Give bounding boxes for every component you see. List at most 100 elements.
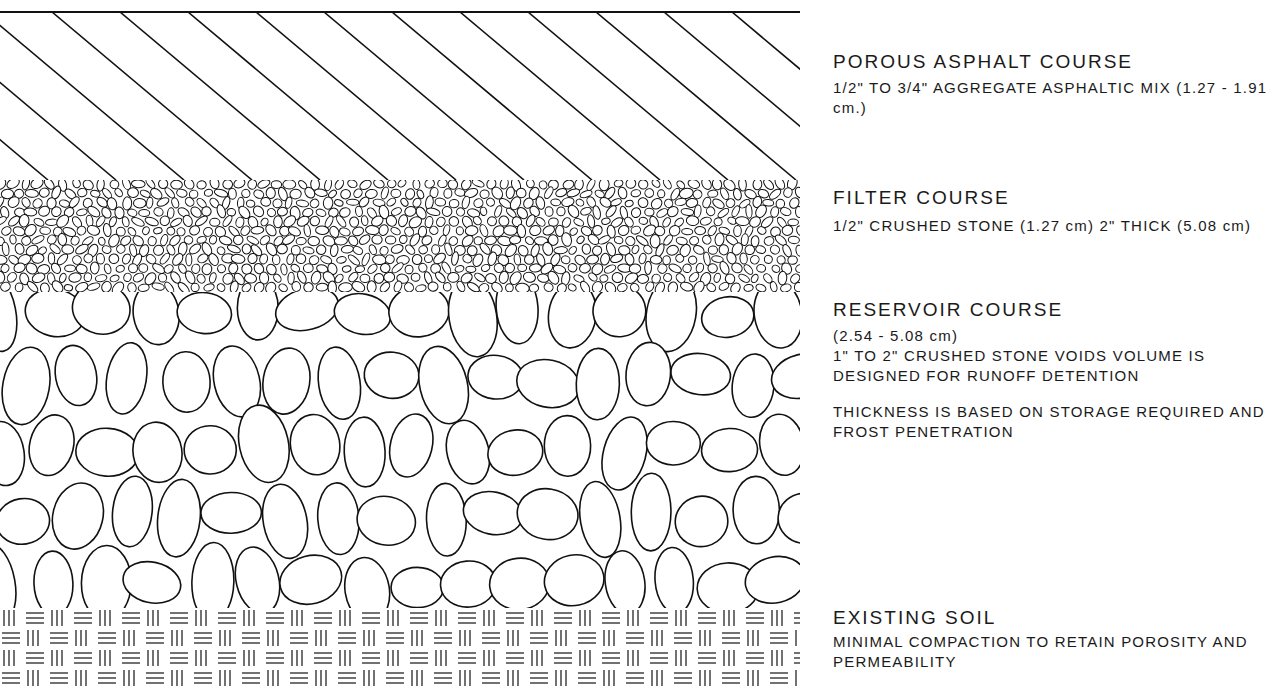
pebble [191,283,200,292]
pebble [37,204,52,218]
pebble [109,274,120,283]
pebble [750,273,760,284]
pebble [528,283,539,292]
pebble [566,203,581,219]
pebble [587,271,599,282]
pebble [525,255,535,265]
pebble [653,281,666,292]
pebble [456,227,464,236]
pebble [242,244,251,254]
pebble [390,261,404,275]
pebble [586,254,600,265]
stone [590,292,649,340]
layer-note: (2.54 - 5.08 cm) [833,326,1273,346]
pebble [630,225,642,235]
pebble [796,225,800,236]
pebble [638,217,648,225]
pebble [182,180,196,191]
pebble [651,180,662,189]
pebble [735,216,750,226]
stone [386,292,451,340]
pebble [629,282,641,292]
pebble [153,206,165,217]
pebble [323,197,333,210]
pebble [643,187,655,199]
pebble [50,279,65,292]
pebble [170,197,180,209]
pebble [195,273,206,285]
pebble [743,284,753,292]
stone [383,409,439,481]
pebble [115,243,127,255]
stone [331,292,394,339]
stone [232,400,296,487]
stone [749,292,800,351]
pebble [780,283,793,292]
pebble [26,280,40,292]
soil-hatching [0,608,800,688]
pebble [113,187,124,198]
pebble [355,206,364,217]
pebble [355,265,365,273]
pebble [674,197,687,206]
label-group: EXISTING SOILMINIMAL COMPACTION TO RETAI… [833,606,1273,672]
pebble [644,281,655,292]
hatch-line [596,12,796,180]
pebble [142,226,151,236]
stone [777,492,800,545]
pebble [461,195,471,209]
pebble [232,234,244,246]
pebble [479,189,489,199]
pebble [303,263,315,274]
pebble [415,284,427,292]
pebble [700,180,714,191]
pebble [132,271,145,283]
pebble [769,244,781,256]
pebble [424,255,433,263]
pebble [560,232,573,248]
pebble [707,190,718,198]
pebble [272,254,280,265]
layer-note: 1/2" CRUSHED STONE (1.27 cm) 2" THICK (5… [833,216,1273,236]
pebble [678,187,694,200]
pebble [788,236,800,244]
stone [425,483,467,557]
label-group: RESERVOIR COURSE(2.54 - 5.08 cm)1" TO 2"… [833,298,1273,442]
pebble [556,207,565,217]
pebble [151,282,165,292]
pebble [788,256,798,265]
pebble [14,242,26,255]
pebble [515,282,530,292]
hatch-line [120,12,320,180]
pebble [413,180,421,190]
pebble [404,243,417,256]
pebble [139,210,150,217]
pebble [40,282,51,292]
pebble [209,180,221,190]
pebble [115,264,125,273]
pebble [404,188,415,201]
pebble [74,281,89,292]
pebble [567,245,578,256]
pebble [188,224,201,237]
stone [129,292,183,348]
pebble [466,281,481,292]
pebble [578,262,591,274]
pebble [61,244,74,255]
pebble [371,234,383,245]
pebble [522,271,537,284]
pebble [543,186,555,200]
stone [353,491,420,550]
pebble [579,280,592,292]
pebble [302,281,314,292]
pebble [730,261,744,275]
pebble [699,216,712,227]
pebble [347,253,361,267]
pebble [601,217,611,225]
pebble [390,243,404,255]
pebble [360,252,371,267]
pebble [0,215,8,227]
pebble [302,246,315,255]
pebble [663,256,671,265]
stone [668,350,733,398]
